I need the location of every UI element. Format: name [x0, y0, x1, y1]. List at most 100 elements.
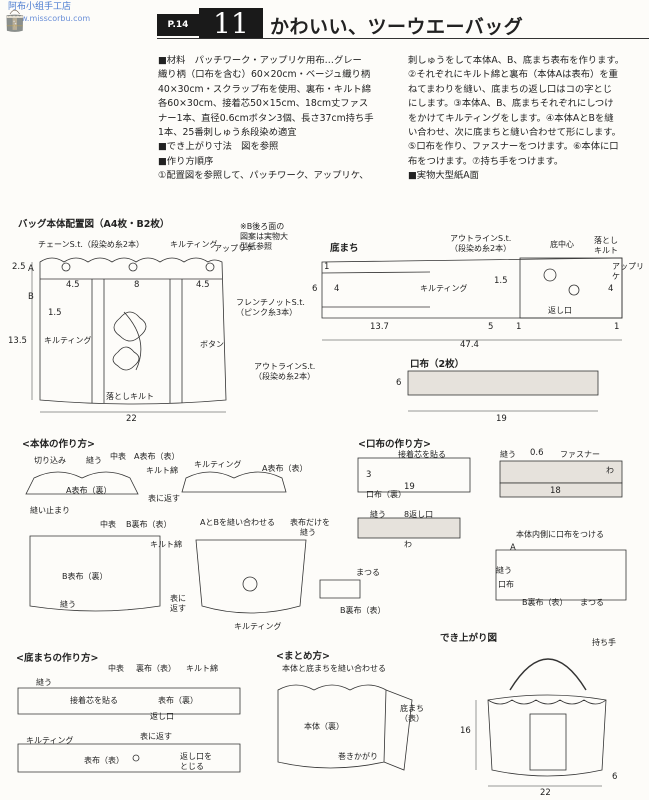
hm-mouth: 口布: [498, 580, 514, 589]
hb-turn3: 返す: [170, 604, 186, 613]
intro-line: 刺しゅうをして本体A、B、底まち表布を作ります。: [408, 55, 625, 66]
intro-line: ねてまわりを縫い、底まちの返し口はコの字とじ: [408, 83, 613, 95]
note-line: 図案は実物大: [240, 232, 288, 241]
gusset-dim-4a: 4: [334, 284, 340, 294]
intro-line: い合わせ、次に底まちと縫い合わせて形にします。: [408, 127, 621, 139]
mouth-dim-19: 19: [496, 414, 507, 424]
hb-outer: 中表: [110, 452, 126, 461]
hb-b-back: B裏布（表）: [340, 606, 386, 615]
gusset-dim-47-4: 47.4: [460, 340, 479, 350]
note-line: 型紙参照: [240, 242, 272, 251]
hb-outer2: 中表: [100, 520, 116, 529]
label-outline-2: （段染め糸2本）: [254, 372, 316, 381]
gusset-center: 底中心: [550, 240, 574, 249]
hm-sew-2: 縫う: [500, 450, 516, 459]
hm-mouth-back: 口布（裏）: [366, 490, 406, 499]
finish-gusset-2: （表）: [400, 714, 424, 723]
hm-dim-18: 18: [550, 486, 561, 496]
hg-quilting: キルティング: [26, 736, 74, 745]
gusset-drop: 落とし: [594, 236, 618, 245]
pattern-number: 11: [199, 7, 263, 40]
watermark-site: 阿布小组手工店: [8, 2, 72, 12]
label-french-2: （ピンク糸3本）: [236, 308, 298, 317]
hm-b-lining: B裏布（表）: [522, 598, 568, 607]
hg-close2: とじる: [180, 762, 204, 771]
note-line: ※B後ろ面の: [240, 222, 285, 231]
hb-stop: 縫い止まり: [30, 506, 70, 515]
gusset-quilting: キルティング: [420, 284, 468, 293]
body-layout-title: バッグ本体配置図（A4枚・B2枚）: [18, 219, 170, 230]
hm-dim-3: 3: [366, 470, 372, 480]
label-quilting-left: キルティング: [44, 336, 92, 345]
intro-line: ■作り方順序: [158, 155, 214, 167]
hg-front: 表布（表）: [84, 756, 124, 765]
intro-line: 織り柄（口布を含む）60×20cm・ベージュ織り柄: [158, 69, 371, 81]
intro-line: ②それぞれにキルト綿と裏布（本体Aは表布）を重: [408, 69, 618, 81]
finish-wrap: 巻きかがり: [338, 752, 378, 761]
howto-body-title: <本体の作り方>: [22, 439, 95, 450]
bag-photo: [6, 9, 24, 32]
gusset-title: 底まち: [330, 243, 359, 254]
gusset-dim-13-7: 13.7: [370, 322, 389, 332]
finished-title: でき上がり図: [440, 633, 498, 644]
finish-body-back: 本体（裏）: [304, 722, 344, 731]
hm-dim-19: 19: [404, 482, 415, 492]
gusset-outline-2: （段染め糸2本）: [450, 244, 512, 253]
hm-zipper: ファスナー: [560, 450, 600, 459]
hb-wadding: キルト綿: [146, 466, 178, 475]
hm-wa: わ: [404, 540, 412, 549]
hm-A: A: [510, 543, 516, 553]
gusset-dim-6: 6: [312, 284, 318, 294]
label-quilting-top: キルティング: [170, 240, 218, 249]
intro-line: ■材料 パッチワーク・アップリケ用布…グレー: [158, 55, 362, 66]
hg-sew: 縫う: [36, 678, 52, 687]
label-B: B: [28, 292, 34, 302]
label-drop-quilt: 落としキルト: [106, 392, 154, 401]
intro-line: ①配置図を参照して、パッチワーク、アップリケ、: [158, 170, 369, 182]
hm-dim-0-6: 0.6: [530, 448, 544, 458]
label-chain: チェーンS.t.（段染め糸2本）: [38, 240, 144, 249]
hm-fold: 8返し口: [404, 510, 434, 519]
hm-attach: 本体内側に口布をつける: [516, 530, 604, 539]
watermark: 阿布小组手工店 www.misscorbu.com: [8, 2, 90, 24]
hb-sew: 縫う: [86, 456, 102, 465]
dim-8: 8: [134, 280, 140, 290]
dim-4-5a: 4.5: [66, 280, 80, 290]
dim-13-5: 13.5: [8, 336, 27, 346]
label-applique: アップリケ: [214, 244, 254, 253]
hb-sew-front: 表布だけを: [290, 518, 330, 527]
mouth-dim-6: 6: [396, 378, 402, 388]
hm-interfacing: 接着芯を貼る: [398, 450, 446, 459]
intro-line: ナー1本、直径0.6cmボタン3個、長さ37cm持ち手: [158, 112, 374, 124]
label-button: ボタン: [200, 340, 224, 349]
dim-1-5: 1.5: [48, 308, 62, 318]
hm-sew: 縫う: [370, 510, 386, 519]
finished-dim-22: 22: [540, 788, 551, 798]
hg-interfacing: 接着芯を貼る: [70, 696, 118, 705]
hg-front-back: 表布（裏）: [158, 696, 198, 705]
hb-turn: 表に返す: [148, 494, 180, 503]
gusset-dim-1-5: 1.5: [494, 276, 508, 286]
dim-22: 22: [126, 414, 137, 424]
howto-gusset-title: <底まちの作り方>: [16, 653, 99, 664]
finished-handle: 持ち手: [592, 638, 616, 647]
gusset-dim-5: 5: [488, 322, 494, 332]
gusset-dim-1c: 1: [614, 322, 620, 332]
intro-line: ⑤口布を作り、ファスナーをつけます。⑥本体に口: [408, 141, 619, 153]
finish-desc: 本体と底まちを縫い合わせる: [282, 664, 386, 673]
header-rule: [157, 38, 649, 39]
body-layout-note: ※B後ろ面の 図案は実物大 型紙参照: [240, 222, 288, 252]
mouth-title: 口布（2枚）: [410, 359, 465, 370]
label-A: A: [28, 264, 34, 274]
hb-sew-ab: AとBを縫い合わせる: [200, 518, 275, 527]
hg-wadding: キルト綿: [186, 664, 218, 673]
gusset-dim-1a: 1: [324, 262, 330, 272]
finished-dim-16: 16: [460, 726, 471, 736]
hm-sew2: 縫う: [496, 566, 512, 575]
intro-line: 布をつけます。⑦持ち手をつけます。: [408, 155, 564, 167]
hb-turn2: 表に: [170, 594, 186, 603]
intro-line: ■実物大型紙A面: [408, 170, 479, 182]
intro-line: 各60×30cm、接着芯50×15cm、18cm丈ファス: [158, 98, 369, 110]
finish-gusset: 底まち: [400, 704, 424, 713]
